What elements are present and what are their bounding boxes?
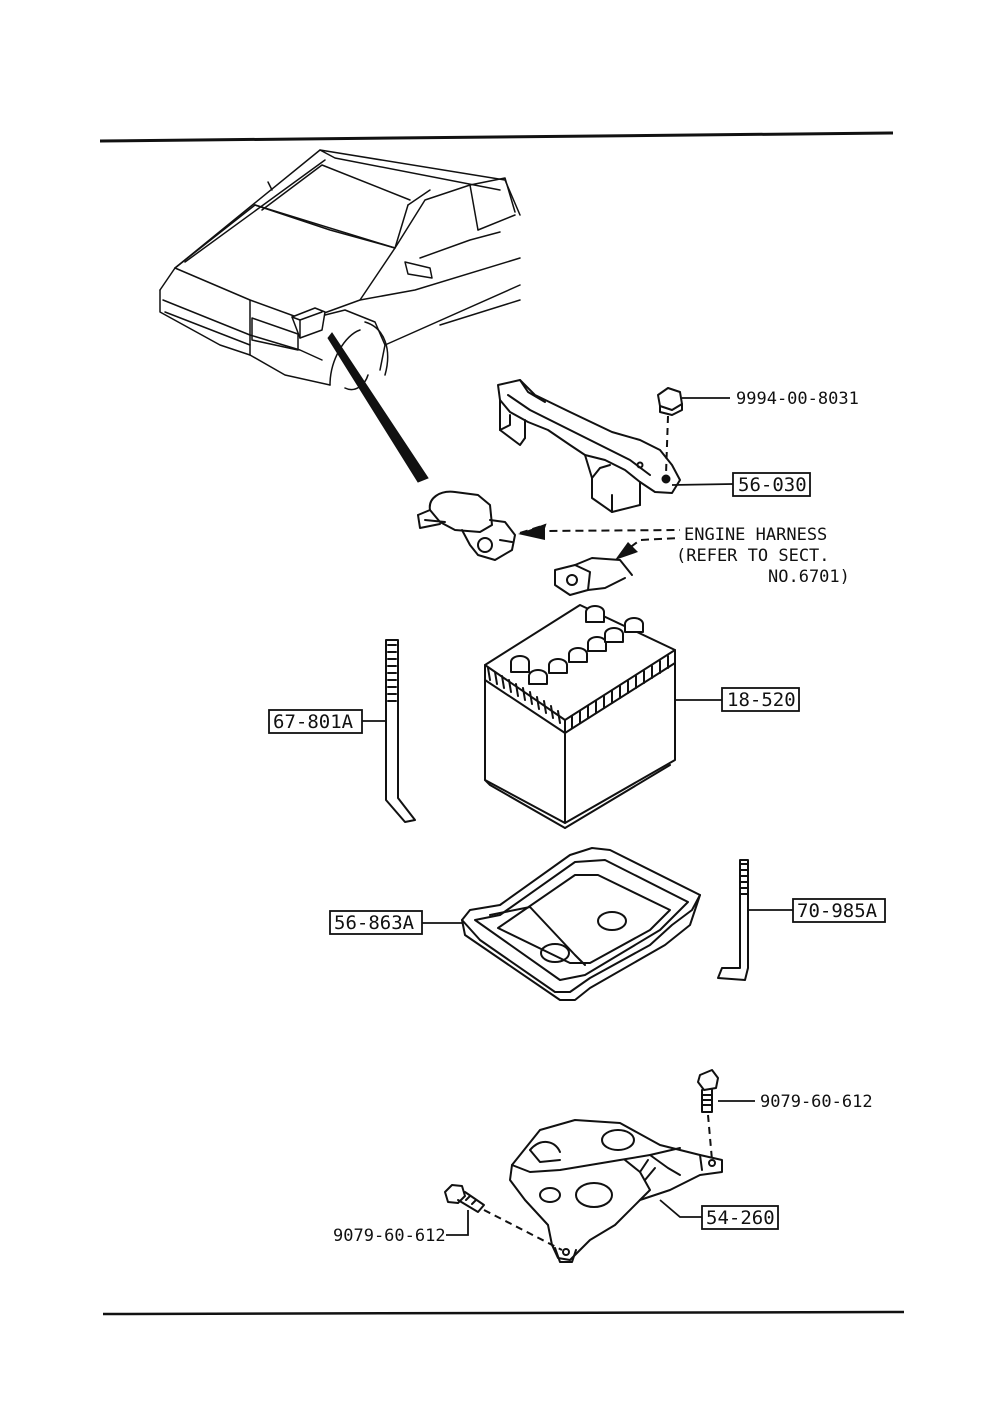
bolt-right-dashed-line xyxy=(707,1114,713,1161)
top-rule xyxy=(99,131,894,143)
rod-left-part-box xyxy=(268,709,363,734)
bolt-upper-right xyxy=(697,1069,719,1113)
engine-harness-line2: (REFER TO SECT. xyxy=(676,546,830,566)
tray-part-box xyxy=(329,910,423,935)
hold-down-rod-left xyxy=(385,639,416,823)
cable-terminal xyxy=(554,557,633,596)
flange-nut xyxy=(657,387,683,416)
leader-lines xyxy=(362,397,793,1236)
base-part-box xyxy=(701,1205,779,1230)
rod-right-part-label: 70-985A xyxy=(797,900,878,922)
battery xyxy=(484,604,676,829)
battery-hold-bracket xyxy=(497,379,681,513)
bracket-part-label: 56-030 xyxy=(738,474,807,496)
base-part-label: 54-260 xyxy=(706,1207,775,1229)
bolt-left-dashed-line xyxy=(483,1209,563,1251)
callout-wedge xyxy=(327,332,429,483)
rod-left-part-label: 67-801A xyxy=(273,711,354,733)
nut-dashed-line xyxy=(665,415,669,475)
bolt-lower-left xyxy=(444,1184,485,1213)
engine-harness-line1: ENGINE HARNESS xyxy=(684,525,827,545)
battery-part-box xyxy=(721,687,800,712)
tray-part-label: 56-863A xyxy=(334,912,415,934)
battery-tray xyxy=(461,847,701,1001)
battery-base-bracket xyxy=(509,1119,723,1263)
engine-harness-arrows xyxy=(518,523,681,560)
hold-down-rod-right xyxy=(717,859,749,981)
bottom-rule xyxy=(102,1310,905,1316)
battery-part-label: 18-520 xyxy=(727,689,796,711)
engine-harness-line3: NO.6701) xyxy=(768,567,850,587)
nut-part-label: 9994-00-8031 xyxy=(736,389,859,409)
bolt-left-part-label: 9079-60-612 xyxy=(333,1226,446,1246)
rod-right-part-box xyxy=(792,898,886,923)
battery-terminal-clamp xyxy=(417,490,516,561)
car-illustration xyxy=(159,149,521,391)
bolt-right-part-label: 9079-60-612 xyxy=(760,1092,873,1112)
bracket-part-box xyxy=(732,472,811,497)
